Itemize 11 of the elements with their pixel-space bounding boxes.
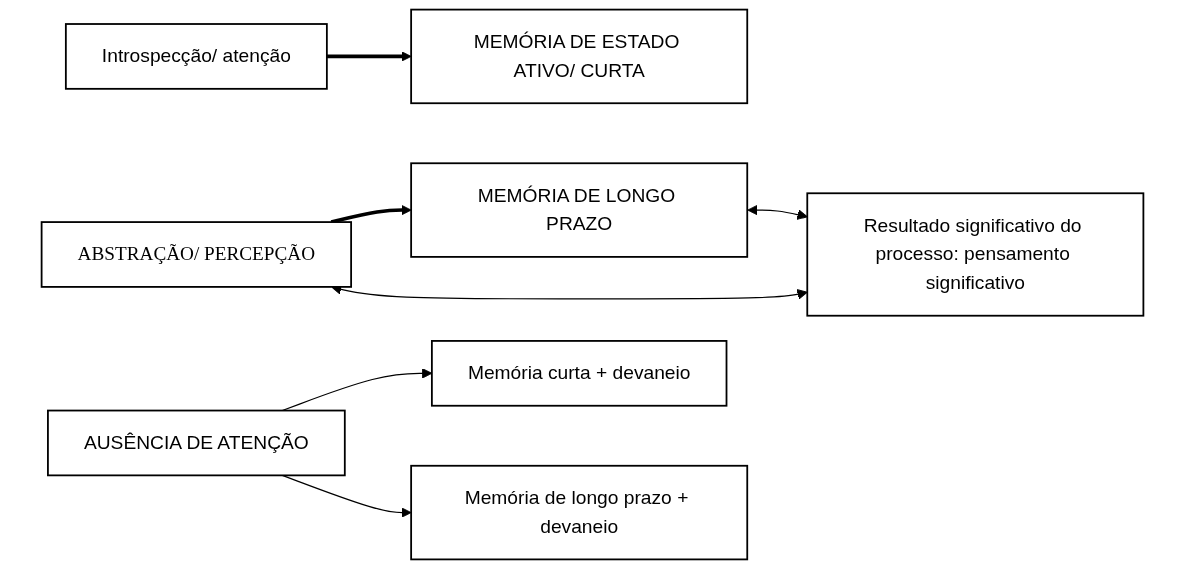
- node-box: Resultado significativo do processo: pensamento significativo: [806, 192, 1145, 317]
- node-box: AUSÊNCIA DE ATENÇÃO: [47, 409, 346, 477]
- node-box: Introspecção/ atenção: [64, 23, 328, 90]
- node-box: ABSTRAÇÃO/ PERCEPÇÃO: [40, 221, 352, 288]
- node-box: Memória de longo prazo + devaneio: [410, 464, 749, 561]
- arrow: [747, 204, 808, 220]
- node-box: MEMÓRIA DE ESTADO ATIVO/ CURTA: [410, 8, 749, 105]
- node-box: MEMÓRIA DE LONGO PRAZO: [410, 162, 749, 258]
- node-box: Memória curta + devaneio: [431, 340, 728, 407]
- arrow: [326, 51, 412, 62]
- arrow: [330, 204, 412, 224]
